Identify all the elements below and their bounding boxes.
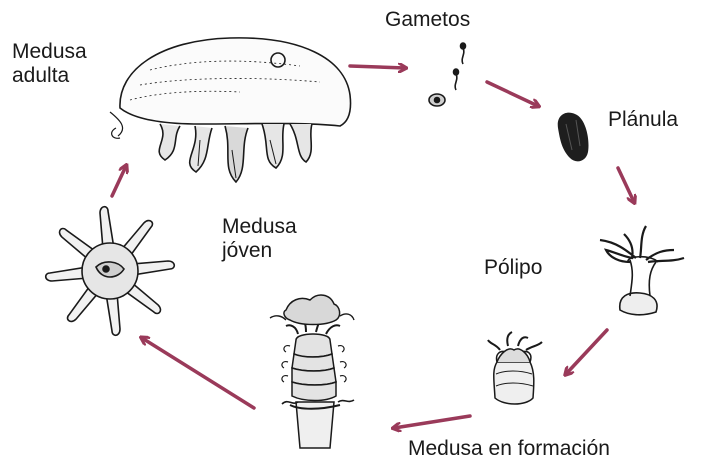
arrow-planula-to-polyp xyxy=(618,168,634,202)
young-jellyfish-icon xyxy=(46,207,175,336)
gametes-icon xyxy=(429,43,466,106)
label-medusa-joven-line1: Medusa xyxy=(222,215,297,239)
arrow-adult-to-gametes xyxy=(350,66,405,68)
arrow-polyp-to-forming xyxy=(566,330,607,374)
label-polipo: Pólipo xyxy=(484,256,542,280)
label-medusa-en-formacion: Medusa en formación xyxy=(408,437,610,461)
label-planula: Plánula xyxy=(608,108,678,132)
arrow-young-to-adult xyxy=(112,166,126,196)
label-medusa-joven-line2: jóven xyxy=(222,239,297,263)
planula-icon xyxy=(558,113,589,162)
adult-jellyfish-icon xyxy=(110,38,351,182)
polyp-icon xyxy=(600,226,684,315)
label-medusa-adulta-line1: Medusa xyxy=(12,40,87,64)
label-medusa-adulta-line2: adulta xyxy=(12,64,87,88)
arrow-gametes-to-planula xyxy=(487,82,538,106)
label-medusa-joven: Medusa jóven xyxy=(222,215,297,263)
strobila-large-icon xyxy=(270,295,354,448)
arrow-forming-to-strobila xyxy=(394,416,470,428)
label-gametos: Gametos xyxy=(385,8,470,32)
arrow-strobila-to-young xyxy=(142,338,254,408)
label-medusa-adulta: Medusa adulta xyxy=(12,40,87,88)
strobila-icon xyxy=(488,332,542,404)
